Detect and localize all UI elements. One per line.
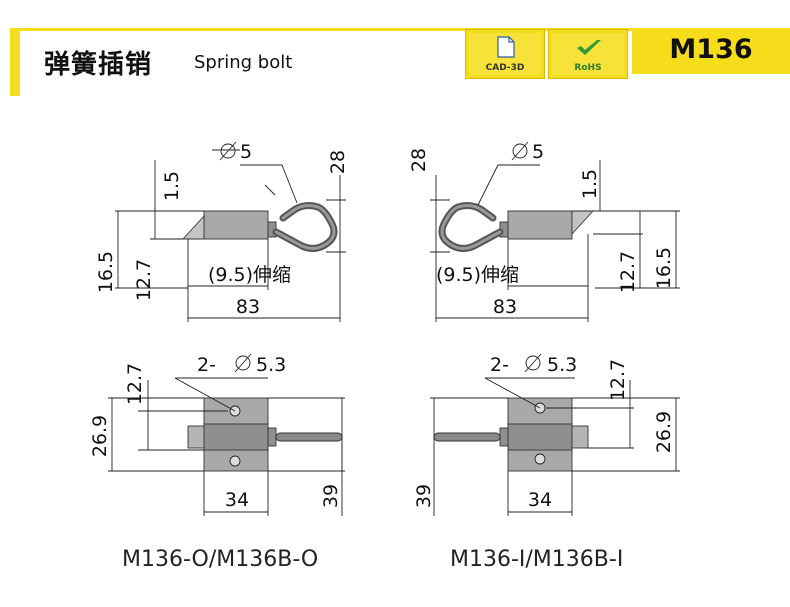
right-top-dim-width: 26.9: [653, 411, 675, 453]
right-top-dim-base: 34: [528, 489, 552, 511]
front-view-right: [430, 141, 680, 322]
product-title-cn: 弹簧插销: [44, 50, 153, 80]
right-front-dim-offset: 1.5: [579, 169, 601, 199]
left-top-dim-width: 26.9: [89, 415, 111, 457]
accent-stripe: [10, 28, 20, 96]
left-front-dim-offset: 1.5: [161, 171, 183, 201]
right-top-dim-overall: 39: [413, 484, 435, 508]
left-front-dim-height-a: 16.5: [95, 251, 117, 293]
left-top-dim-base: 34: [225, 489, 249, 511]
front-view-left: [115, 141, 346, 322]
cad-3d-label: CAD-3D: [485, 63, 525, 73]
caption-right: M136-I/M136B-I: [450, 547, 624, 572]
model-code-box: M136: [632, 28, 790, 74]
left-top-hole-count: 2-: [197, 354, 216, 376]
left-top-dim-overall: 39: [320, 484, 342, 508]
model-code: M136: [669, 34, 753, 65]
cad-3d-badge[interactable]: CAD-3D: [465, 29, 545, 79]
header-bar: 弹簧插销 Spring bolt CAD-3D RoHS M136: [10, 28, 790, 96]
rohs-label: RoHS: [574, 63, 602, 73]
right-front-dim-height-a: 16.5: [653, 247, 675, 289]
left-top-hole-dia: 5.3: [256, 354, 286, 376]
left-front-dia-value: 5: [240, 141, 252, 163]
right-front-dim-height-b: 12.7: [617, 251, 639, 293]
left-top-dim-hole-pitch: 12.7: [124, 363, 146, 405]
right-front-dim-travel: (9.5)伸缩: [436, 264, 519, 286]
left-front-dim-length: 83: [236, 296, 260, 318]
right-top-hole-dia: 5.3: [547, 354, 577, 376]
rohs-badge[interactable]: RoHS: [548, 29, 628, 79]
accent-topline: [20, 28, 790, 31]
top-view-left: [108, 353, 345, 516]
right-top-dim-hole-pitch: 12.7: [607, 359, 629, 401]
left-front-dim-travel: (9.5)伸缩: [208, 264, 291, 286]
left-front-dim-top: 28: [327, 150, 349, 174]
caption-left: M136-O/M136B-O: [122, 547, 319, 572]
top-view-right: [430, 353, 680, 516]
right-top-hole-count: 2-: [490, 354, 509, 376]
right-front-dim-length: 83: [493, 296, 517, 318]
right-front-dia-value: 5: [532, 141, 544, 163]
right-front-dim-top: 28: [408, 148, 430, 172]
product-title-en: Spring bolt: [194, 52, 293, 73]
checkmark-icon: [577, 40, 601, 55]
left-front-dim-height-b: 12.7: [133, 259, 155, 301]
document-icon: [497, 36, 515, 58]
